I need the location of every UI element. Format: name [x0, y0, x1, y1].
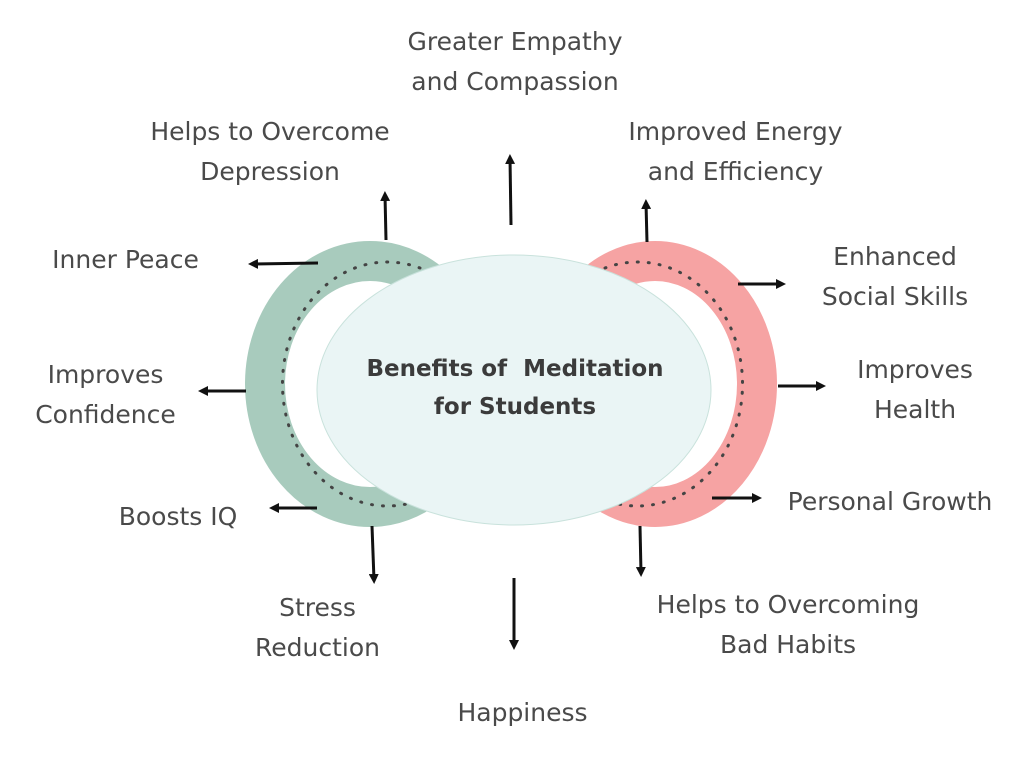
benefit-line: Health	[873, 395, 957, 424]
benefit-stress-reduction: Stress Reduction	[240, 588, 395, 668]
benefit-line: and Compassion	[411, 67, 619, 96]
benefit-inner-peace: Inner Peace	[38, 240, 213, 280]
benefit-improves-health: Improves Health	[840, 350, 990, 430]
arrow-overcome-depression	[380, 191, 391, 241]
benefit-overcome-depression: Helps to Overcome Depression	[125, 112, 415, 192]
arrow-stress-reduction	[368, 525, 379, 584]
arrows	[198, 154, 826, 650]
benefit-line: Social Skills	[821, 282, 969, 311]
benefit-line: Enhanced	[833, 242, 957, 271]
center-title: Benefits of Meditation for Students	[330, 350, 700, 426]
benefit-line: Confidence	[35, 400, 176, 429]
benefit-line: Helps to Overcoming	[656, 590, 920, 619]
benefit-personal-growth: Personal Growth	[765, 482, 1015, 522]
benefit-improves-confidence: Improves Confidence	[18, 355, 193, 435]
benefit-line: Inner Peace	[52, 245, 199, 274]
benefit-line: Improves	[857, 355, 973, 384]
benefit-line: Improves	[47, 360, 164, 389]
benefit-line: Stress	[279, 593, 356, 622]
center-title-line2: for Students	[433, 394, 597, 420]
benefit-greater-empathy: Greater Empathy and Compassion	[395, 22, 635, 102]
center-title-line1: Benefits of Meditation	[366, 356, 664, 382]
benefit-improved-energy: Improved Energy and Efficiency	[608, 112, 863, 192]
benefit-line: Helps to Overcome	[150, 117, 390, 146]
benefit-line: Boosts IQ	[118, 502, 238, 531]
benefit-line: Improved Energy	[628, 117, 843, 146]
right-dotted-path	[603, 260, 745, 508]
benefit-line: Happiness	[457, 698, 588, 727]
benefit-boosts-iq: Boosts IQ	[103, 497, 253, 537]
arrow-inner-peace	[248, 258, 319, 269]
benefit-line: Personal Growth	[787, 487, 993, 516]
arrow-greater-empathy	[505, 154, 516, 226]
benefit-line: Depression	[200, 157, 340, 186]
left-dotted-path	[280, 260, 422, 508]
center-ellipse	[316, 254, 712, 526]
benefit-line: and Efficiency	[647, 157, 824, 186]
benefit-happiness: Happiness	[440, 693, 605, 733]
benefit-line: Greater Empathy	[407, 27, 623, 56]
benefit-line: Bad Habits	[719, 630, 857, 659]
benefit-bad-habits: Helps to Overcoming Bad Habits	[628, 585, 948, 665]
arrow-improved-energy	[641, 199, 652, 243]
arrow-bad-habits	[635, 525, 646, 577]
benefit-line: Reduction	[255, 633, 380, 662]
benefit-social-skills: Enhanced Social Skills	[805, 237, 985, 317]
